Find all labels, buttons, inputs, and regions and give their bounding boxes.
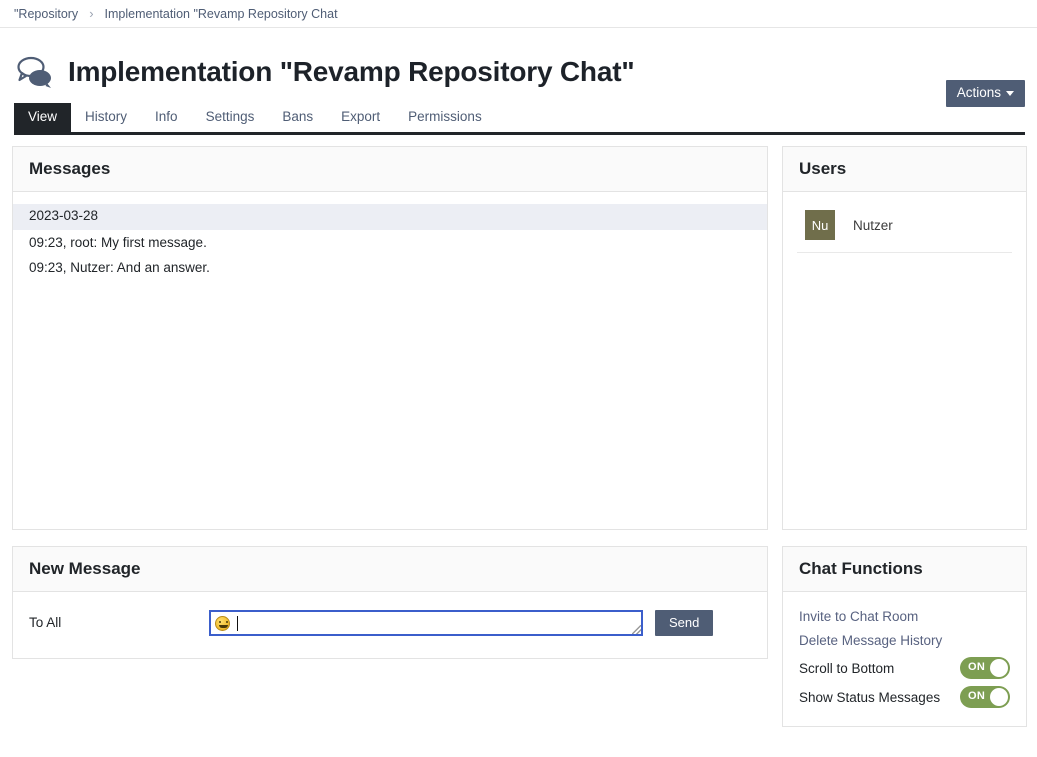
actions-button-label: Actions [956, 85, 1001, 100]
new-message-form: To All Send [13, 592, 767, 658]
users-panel: Users Nu Nutzer [782, 146, 1027, 530]
recipient-label: To All [29, 615, 62, 630]
breadcrumb-separator-icon: › [89, 6, 94, 21]
tab-info[interactable]: Info [155, 109, 178, 125]
toggle-knob [990, 688, 1008, 706]
scroll-to-bottom-row: Scroll to Bottom ON [799, 654, 1010, 683]
send-button[interactable]: Send [655, 610, 714, 636]
smiley-emoji-icon[interactable] [215, 615, 230, 631]
chat-functions-panel: Chat Functions Invite to Chat Room Delet… [782, 546, 1027, 727]
show-status-messages-row: Show Status Messages ON [799, 683, 1010, 712]
new-message-panel-title: New Message [13, 547, 767, 592]
new-message-panel: New Message To All Send [12, 546, 768, 659]
users-list: Nu Nutzer [783, 192, 1026, 529]
actions-button[interactable]: Actions [945, 80, 1025, 108]
message-line: 09:23, root: My first message. [29, 234, 207, 250]
messages-panel: Messages 2023-03-28 09:23, root: My firs… [12, 146, 768, 530]
tab-export[interactable]: Export [341, 109, 381, 125]
breadcrumb-repository[interactable]: "Repository [14, 6, 79, 21]
delete-message-history-link[interactable]: Delete Message History [799, 633, 943, 648]
chevron-down-icon [1006, 90, 1014, 96]
left-column: Messages 2023-03-28 09:23, root: My firs… [12, 146, 768, 675]
user-name: Nutzer [853, 217, 893, 233]
message-line: 09:23, Nutzer: And an answer. [29, 260, 210, 276]
message-input-field[interactable] [209, 610, 643, 636]
toggle-state-text: ON [968, 690, 986, 702]
chat-functions-list: Invite to Chat Room Delete Message Histo… [783, 592, 1026, 726]
tab-settings[interactable]: Settings [205, 109, 255, 125]
breadcrumb-current[interactable]: Implementation "Revamp Repository Chat [104, 6, 338, 21]
scroll-to-bottom-toggle[interactable]: ON [960, 657, 1010, 679]
show-status-messages-label: Show Status Messages [799, 689, 941, 705]
page-title: Implementation "Revamp Repository Chat" [68, 56, 635, 88]
list-item[interactable]: Nu Nutzer [797, 206, 1012, 253]
message-date-header: 2023-03-28 [13, 204, 767, 230]
tab-permissions[interactable]: Permissions [408, 109, 482, 125]
right-column: Users Nu Nutzer Chat Functions Invite to… [782, 146, 1027, 743]
tab-bans[interactable]: Bans [282, 109, 314, 125]
toggle-knob [990, 659, 1008, 677]
content-area: Messages 2023-03-28 09:23, root: My firs… [0, 135, 1037, 743]
invite-to-chat-room-link[interactable]: Invite to Chat Room [799, 609, 919, 624]
chat-functions-panel-title: Chat Functions [783, 547, 1026, 592]
scroll-to-bottom-label: Scroll to Bottom [799, 660, 895, 676]
show-status-messages-toggle[interactable]: ON [960, 686, 1010, 708]
toggle-state-text: ON [968, 661, 986, 673]
text-cursor [237, 615, 238, 631]
tab-view[interactable]: View [14, 103, 72, 132]
messages-list[interactable]: 2023-03-28 09:23, root: My first message… [13, 192, 767, 529]
tab-history[interactable]: History [85, 109, 128, 125]
users-panel-title: Users [783, 147, 1026, 192]
chat-bubbles-icon [14, 55, 56, 89]
messages-panel-title: Messages [13, 147, 767, 192]
page-header: Implementation "Revamp Repository Chat" … [0, 28, 1037, 108]
breadcrumb: "Repository › Implementation "Revamp Rep… [0, 0, 1037, 28]
textarea-resize-handle[interactable] [632, 625, 641, 634]
tab-bar: View History Info Settings Bans Export P… [14, 103, 1025, 135]
avatar: Nu [805, 210, 835, 240]
